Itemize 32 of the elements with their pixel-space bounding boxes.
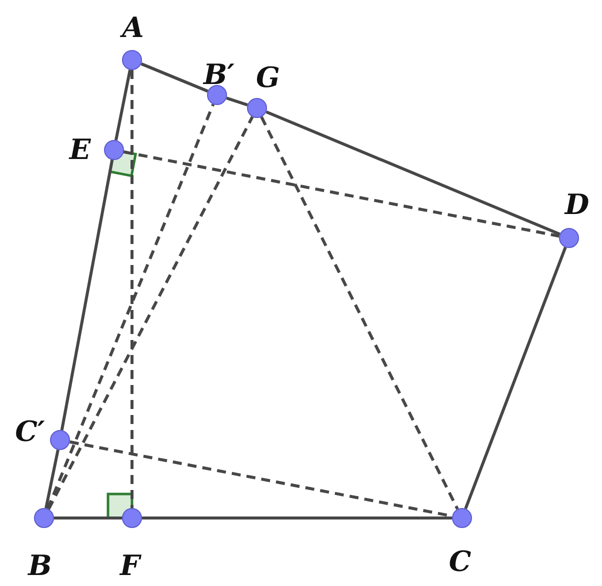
point <box>452 508 472 528</box>
line-segment <box>60 160 114 430</box>
line-segment <box>266 110 560 236</box>
line-segment <box>44 450 60 508</box>
point <box>247 98 267 118</box>
point <box>50 430 70 450</box>
dashed-line <box>124 150 560 238</box>
line-segment <box>54 516 122 520</box>
point-label: F <box>120 552 140 580</box>
point-label: C <box>448 548 472 576</box>
point-label: E <box>69 136 91 164</box>
dashed-line <box>46 104 215 510</box>
point <box>559 228 579 248</box>
line-segment <box>226 96 248 106</box>
dashed-line <box>130 70 134 508</box>
dashed-line <box>47 116 254 510</box>
point <box>122 508 142 528</box>
point-label: D <box>564 191 590 219</box>
point <box>122 50 142 70</box>
point-label: B′ <box>203 61 235 89</box>
line-segment <box>142 516 452 520</box>
point-label: A <box>122 14 144 42</box>
point <box>104 140 124 160</box>
point-label: G <box>256 64 280 92</box>
point-label: B <box>28 552 52 580</box>
dashed-line <box>260 116 459 510</box>
line-segment <box>140 62 208 93</box>
line-segment <box>114 70 132 140</box>
point <box>34 508 54 528</box>
line-segment <box>464 246 567 510</box>
point-label: C′ <box>15 418 45 446</box>
point <box>207 85 227 105</box>
